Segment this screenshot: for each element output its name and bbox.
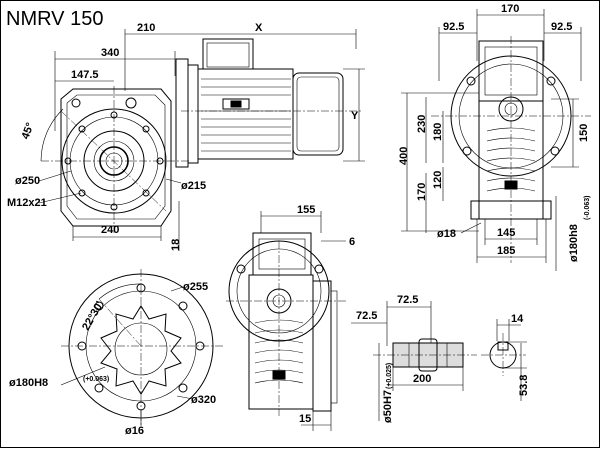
dim-dia-255: ø255 [183, 281, 208, 293]
dim-180: 180 [432, 123, 444, 141]
dim-120: 120 [432, 171, 444, 189]
dim-53-8: 53.8 [518, 375, 530, 396]
dim-6: 6 [349, 236, 355, 248]
dim-angle-22-30: 22°30' [80, 299, 106, 333]
dim-240: 240 [101, 224, 119, 236]
dim-150: 150 [578, 124, 590, 142]
dim-dia-50H7: ø50H7 [382, 390, 394, 423]
dim-155: 155 [297, 204, 315, 216]
dim-92-5-right: 92.5 [551, 21, 572, 33]
side-view: 170 92.5 92.5 [398, 3, 591, 271]
dim-dia-180H8: ø180H8 [9, 377, 48, 389]
dim-18: 18 [170, 239, 182, 251]
dim-210: 210 [137, 22, 155, 34]
dim-dia-180h8: ø180h8 [568, 224, 580, 262]
dim-185: 185 [497, 245, 515, 257]
dim-dia-250: ø250 [15, 175, 40, 187]
dim-dia-16: ø16 [125, 425, 144, 437]
dim-147-5: 147.5 [71, 69, 99, 81]
dim-230: 230 [416, 115, 428, 133]
dim-y: Y [351, 110, 359, 122]
shaft-view: 72.5 72.5 200 ø50H7 (+0.025) [351, 294, 477, 423]
dim-72-5-top: 72.5 [397, 294, 418, 306]
key-view: 14 53.8 [481, 313, 530, 401]
dim-14: 14 [511, 313, 524, 325]
dim-15: 15 [299, 413, 311, 425]
dim-170-left: 170 [416, 183, 428, 201]
dim-angle-45: 45° [20, 121, 37, 141]
dim-170: 170 [501, 3, 519, 15]
dim-dia-320: ø320 [191, 394, 216, 406]
dim-145: 145 [497, 227, 515, 239]
motor-fins [201, 78, 291, 152]
dim-92-5-left: 92.5 [443, 21, 464, 33]
drawing-title: NMRV 150 [6, 8, 103, 30]
bottom-view: 155 6 15 [226, 204, 355, 431]
dim-200: 200 [413, 373, 431, 385]
front-view: 210 X 340 147.5 [7, 22, 365, 251]
dim-dia-215: ø215 [181, 180, 206, 192]
dim-72-5-left: 72.5 [356, 310, 377, 322]
dim-340: 340 [101, 47, 119, 59]
dim-400: 400 [398, 147, 410, 165]
dim-180H8-tol: (+0.063) [83, 376, 109, 383]
dim-x: X [255, 22, 263, 34]
dim-180h8-tol: (-0.063) [584, 195, 591, 220]
flange-view: 22°30' ø255 ø180H8 (+0.063) ø320 ø16 [9, 269, 223, 437]
dim-50H7-tol: (+0.025) [386, 363, 393, 389]
dim-thread: M12x21 [7, 197, 47, 209]
dim-dia-18: ø18 [437, 228, 456, 240]
